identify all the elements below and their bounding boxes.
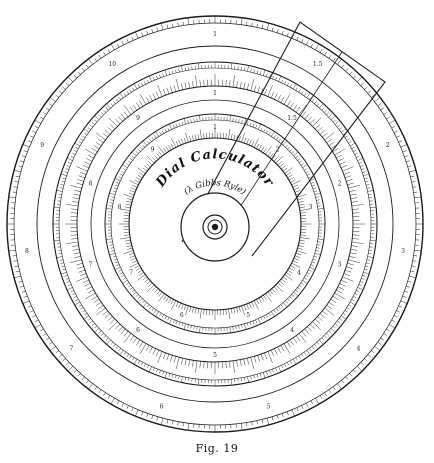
- middle-numbers-label: 3: [338, 262, 342, 269]
- outer-numbers-label: 5: [267, 403, 271, 410]
- inner-numbers-label: 5: [246, 312, 250, 319]
- outer-numbers-label: 6: [160, 403, 164, 410]
- middle-numbers-label: 6: [136, 327, 140, 334]
- cursor-arm: [181, 21, 386, 257]
- outer-numbers-label: 1.5: [313, 61, 323, 68]
- outer-numbers-label: 10: [108, 61, 116, 68]
- inner-numbers-label: 3: [309, 204, 313, 211]
- outer-numbers-label: 4: [357, 345, 361, 352]
- outer-numbers-label: 1: [213, 31, 217, 38]
- middle-numbers-label: 7: [88, 262, 92, 269]
- scale-ticks: [7, 16, 423, 432]
- middle-numbers-label: 5: [213, 352, 217, 359]
- inner-numbers-label: 4: [297, 270, 301, 277]
- center-hub: [180, 192, 250, 262]
- middle-numbers-label: 2: [338, 181, 342, 188]
- inner-numbers-label: 9: [151, 147, 155, 154]
- inner-numbers-label: 1: [213, 124, 217, 131]
- middle-numbers-label: 1: [213, 90, 217, 97]
- outer-numbers-label: 3: [401, 248, 405, 255]
- outer-numbers-label: 8: [25, 248, 29, 255]
- middle-numbers-label: 4: [290, 327, 294, 334]
- middle-numbers-label: 8: [88, 181, 92, 188]
- inner-numbers-label: 6: [180, 312, 184, 319]
- outer-numbers-label: 2: [386, 142, 390, 149]
- outer-numbers-label: 7: [69, 345, 73, 352]
- outer-numbers-label: 9: [40, 142, 44, 149]
- inner-numbers-label: 8: [118, 204, 122, 211]
- figure-caption: Fig. 19: [195, 442, 239, 455]
- middle-numbers-label: 1.5: [287, 115, 297, 122]
- inner-numbers-label: 7: [129, 270, 133, 277]
- middle-numbers-label: 9: [136, 115, 140, 122]
